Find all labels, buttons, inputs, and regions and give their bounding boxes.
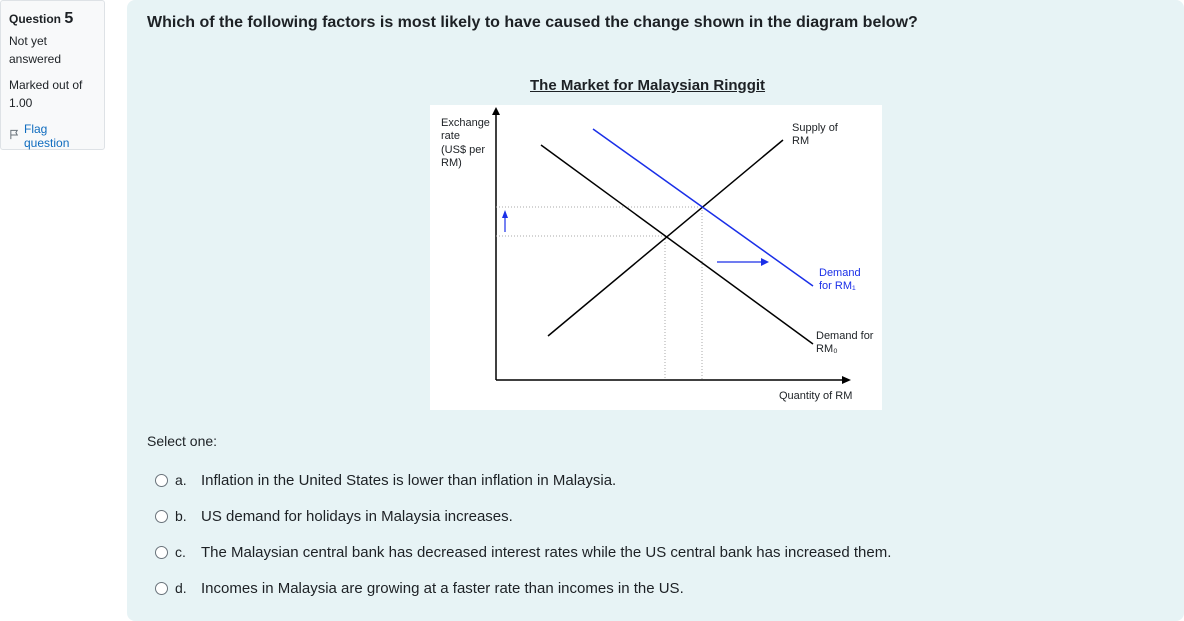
demand1-label-line-2: for RM₁ [819,280,856,292]
market-diagram: Exchange rate (US$ per RM) Supply of RM … [430,105,882,410]
supply-label-line-2: RM [792,135,809,147]
option-letter-d: d. [175,580,187,596]
flag-question-link[interactable]: Flag question [9,122,96,150]
x-axis-arrowhead [842,376,851,384]
question-state: Not yet answered [9,34,62,66]
question-number-heading: Question 5 [9,9,96,29]
demand0-line [540,144,814,345]
question-grade: Marked out of 1.00 [9,78,83,110]
answer-option-b[interactable]: b. US demand for holidays in Malaysia in… [155,498,891,534]
y-axis-label-line-4: RM) [441,157,462,169]
radio-d[interactable] [155,581,168,595]
shift-arrow-head [761,258,769,266]
answer-option-d[interactable]: d. Incomes in Malaysia are growing at a … [155,570,891,606]
demand0-label-line-2: RM₀ [816,343,838,355]
y-axis-label-line-2: rate [441,130,460,142]
diagram-title: The Market for Malaysian Ringgit [530,77,766,94]
demand1-label-line-1: Demand [819,267,861,279]
option-text-d: Incomes in Malaysia are growing at a fas… [201,579,684,597]
demand0-label-line-1: Demand for [816,330,874,342]
y-axis-arrowhead [492,107,500,115]
option-letter-a: a. [175,472,187,488]
question-text: Which of the following factors is most l… [147,14,918,31]
flag-icon [9,129,20,143]
option-text-a: Inflation in the United States is lower … [201,471,617,489]
price-rise-arrow-head [502,210,508,218]
flag-question-label: Flag question [24,122,70,150]
answer-option-a[interactable]: a. Inflation in the United States is low… [155,462,891,498]
option-letter-b: b. [175,508,187,524]
option-text-b: US demand for holidays in Malaysia incre… [201,507,513,525]
y-axis-label-line-3: (US$ per [441,144,485,156]
option-letter-c: c. [175,544,186,560]
question-number: 5 [64,10,74,27]
select-one-prompt: Select one: [147,433,218,449]
supply-label-line-1: Supply of [792,122,839,134]
question-content: Which of the following factors is most l… [127,0,1184,621]
radio-b[interactable] [155,509,168,523]
answer-options: a. Inflation in the United States is low… [155,462,891,606]
y-axis-label-line-1: Exchange [441,117,490,129]
x-axis-label: Quantity of RM [779,390,852,402]
demand1-line [592,128,814,287]
question-label: Question [9,12,62,26]
radio-a[interactable] [155,473,168,487]
question-info-panel: Question 5 Not yet answered Marked out o… [0,0,105,150]
option-text-c: The Malaysian central bank has decreased… [201,543,892,561]
answer-option-c[interactable]: c. The Malaysian central bank has decrea… [155,534,891,570]
radio-c[interactable] [155,545,168,559]
supply-line [547,139,784,337]
